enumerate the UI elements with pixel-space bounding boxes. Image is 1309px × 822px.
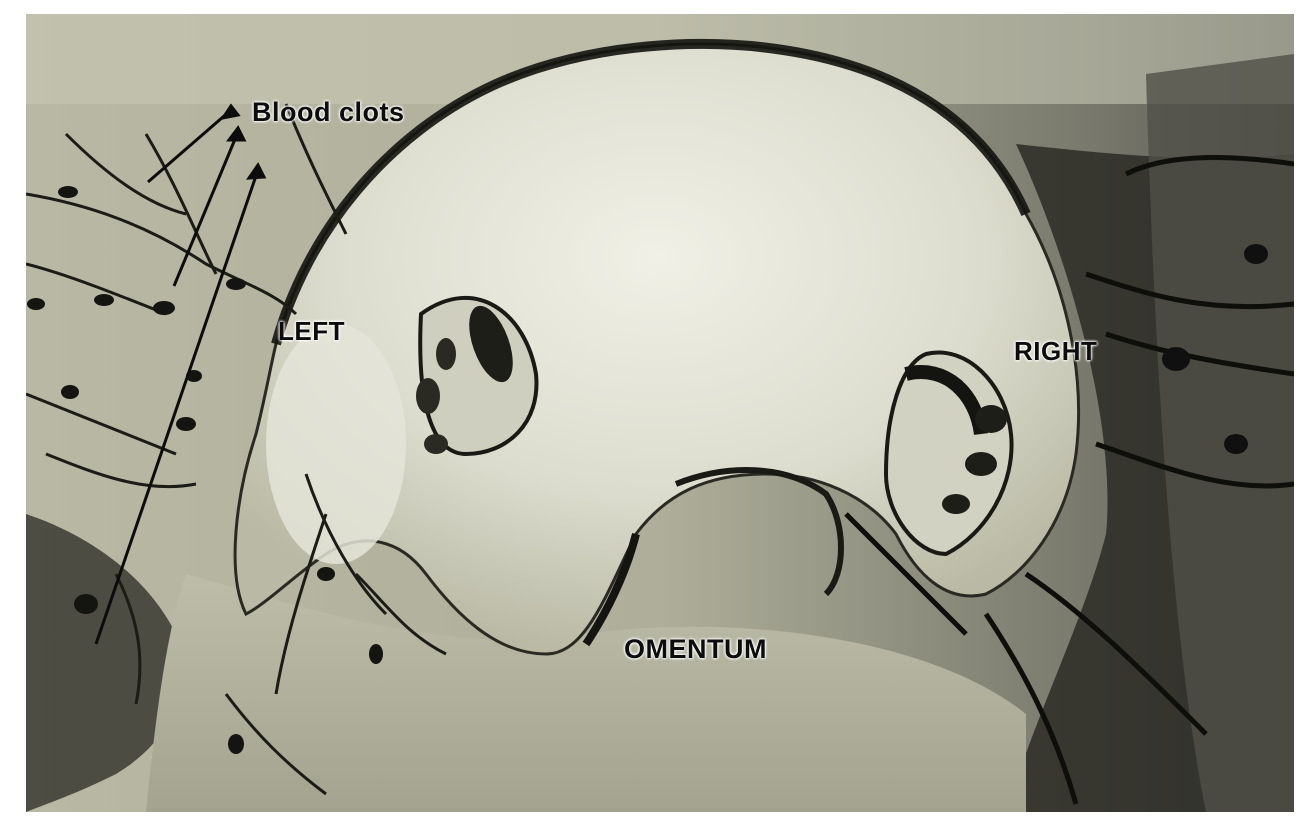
organ-photo-drawing <box>26 14 1294 812</box>
left-label: LEFT <box>278 316 345 347</box>
blood-clots-label: Blood clots <box>252 97 405 128</box>
omentum-label: OMENTUM <box>624 634 767 665</box>
left-lobe <box>266 324 406 564</box>
photo: Blood clots LEFT RIGHT OMENTUM <box>26 14 1294 812</box>
right-label: RIGHT <box>1014 336 1097 367</box>
